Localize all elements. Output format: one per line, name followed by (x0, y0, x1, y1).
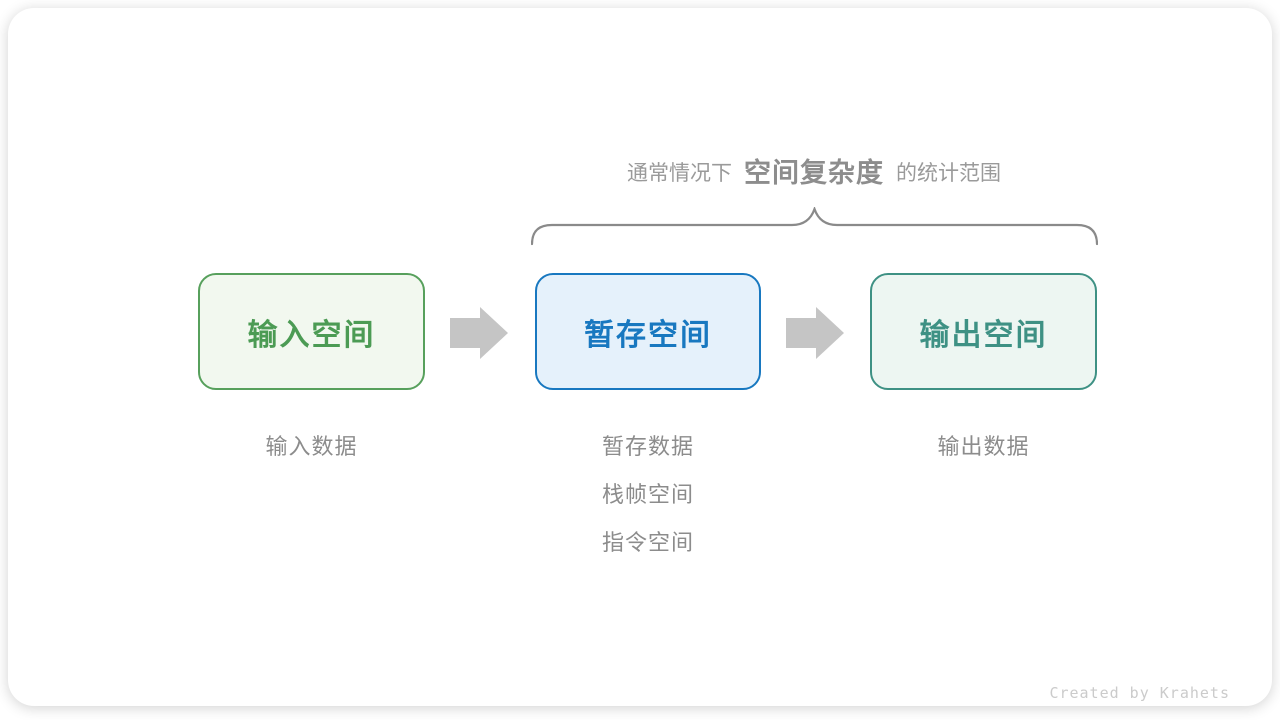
title-highlight: 空间复杂度 (744, 158, 884, 188)
box-temp-space: 暂存空间 (535, 273, 761, 390)
title-prefix: 通常情况下 (627, 162, 732, 185)
box-input-space-label: 输入空间 (247, 318, 376, 352)
arrow-right-icon (450, 307, 508, 359)
diagram-card: 通常情况下空间复杂度的统计范围 输入空间 暂存空间 输出空间 输入数据 暂存数据… (8, 8, 1272, 706)
note-instruction-space: 指令空间 (601, 530, 694, 555)
title-suffix: 的统计范围 (896, 162, 1001, 185)
note-output-data: 输出数据 (937, 434, 1030, 459)
arrow-right-icon (786, 307, 844, 359)
box-temp-space-label: 暂存空间 (584, 318, 712, 352)
note-stack-frame-space: 栈帧空间 (601, 482, 694, 507)
box-input-space: 输入空间 (198, 273, 425, 390)
box-output-space: 输出空间 (870, 273, 1097, 390)
diagram-title: 通常情况下空间复杂度的统计范围 (508, 152, 1120, 194)
box-output-space-label: 输出空间 (919, 318, 1048, 352)
note-list-temp: 暂存数据 栈帧空间 指令空间 (535, 432, 761, 576)
note-temp-data: 暂存数据 (601, 434, 694, 459)
overbrace-icon (531, 207, 1098, 246)
note-input-data: 输入数据 (265, 434, 358, 459)
credit-text: Created by Krahets (1049, 684, 1230, 702)
